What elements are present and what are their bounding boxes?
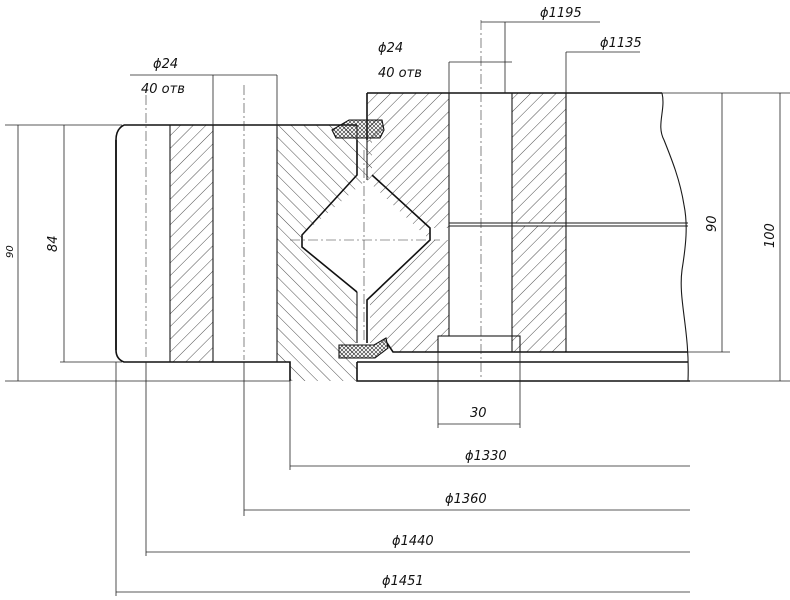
seal-top — [331, 119, 385, 139]
dimension-labels: ϕ1195 ϕ1135 ϕ24 40 отв ϕ24 40 отв 90 84 … — [5, 6, 778, 589]
label-diameter-1135: ϕ1135 — [600, 36, 642, 51]
bolt-head-recess — [437, 335, 521, 353]
inner-ring-hatch-lower — [370, 240, 449, 352]
outer-ring-hatch-left — [170, 125, 213, 362]
label-left-hole-diameter: ϕ24 — [153, 57, 178, 72]
inner-ring — [356, 92, 690, 382]
inner-ring-hatch-left — [367, 93, 449, 240]
break-line — [660, 92, 689, 382]
inner-ring-hatch-bolt-right-lower — [512, 226, 566, 352]
seal-bottom — [338, 337, 389, 359]
label-left-hole-count: 40 отв — [141, 82, 185, 97]
label-diameter-1360: ϕ1360 — [445, 492, 487, 507]
label-diameter-1451: ϕ1451 — [382, 574, 424, 589]
outer-ring — [115, 124, 372, 381]
label-diameter-1440: ϕ1440 — [392, 534, 434, 549]
label-diameter-1195: ϕ1195 — [540, 6, 582, 21]
outer-ring-hatch-right — [277, 125, 372, 381]
label-width-30: 30 — [470, 406, 487, 421]
label-diameter-1330: ϕ1330 — [465, 449, 507, 464]
inner-ring-hatch-bolt-right — [512, 93, 566, 223]
dimension-lines — [5, 21, 790, 596]
label-right-hole-diameter: ϕ24 — [378, 41, 403, 56]
label-right-height-90: 90 — [705, 215, 720, 232]
label-right-hole-count: 40 отв — [378, 66, 422, 81]
label-left-height-84: 84 — [46, 235, 61, 252]
seals — [331, 119, 389, 359]
label-left-height-90: 90 — [5, 245, 16, 258]
outer-ring-contour — [115, 124, 357, 381]
label-right-height-100: 100 — [763, 223, 778, 248]
center-lines — [145, 20, 482, 380]
